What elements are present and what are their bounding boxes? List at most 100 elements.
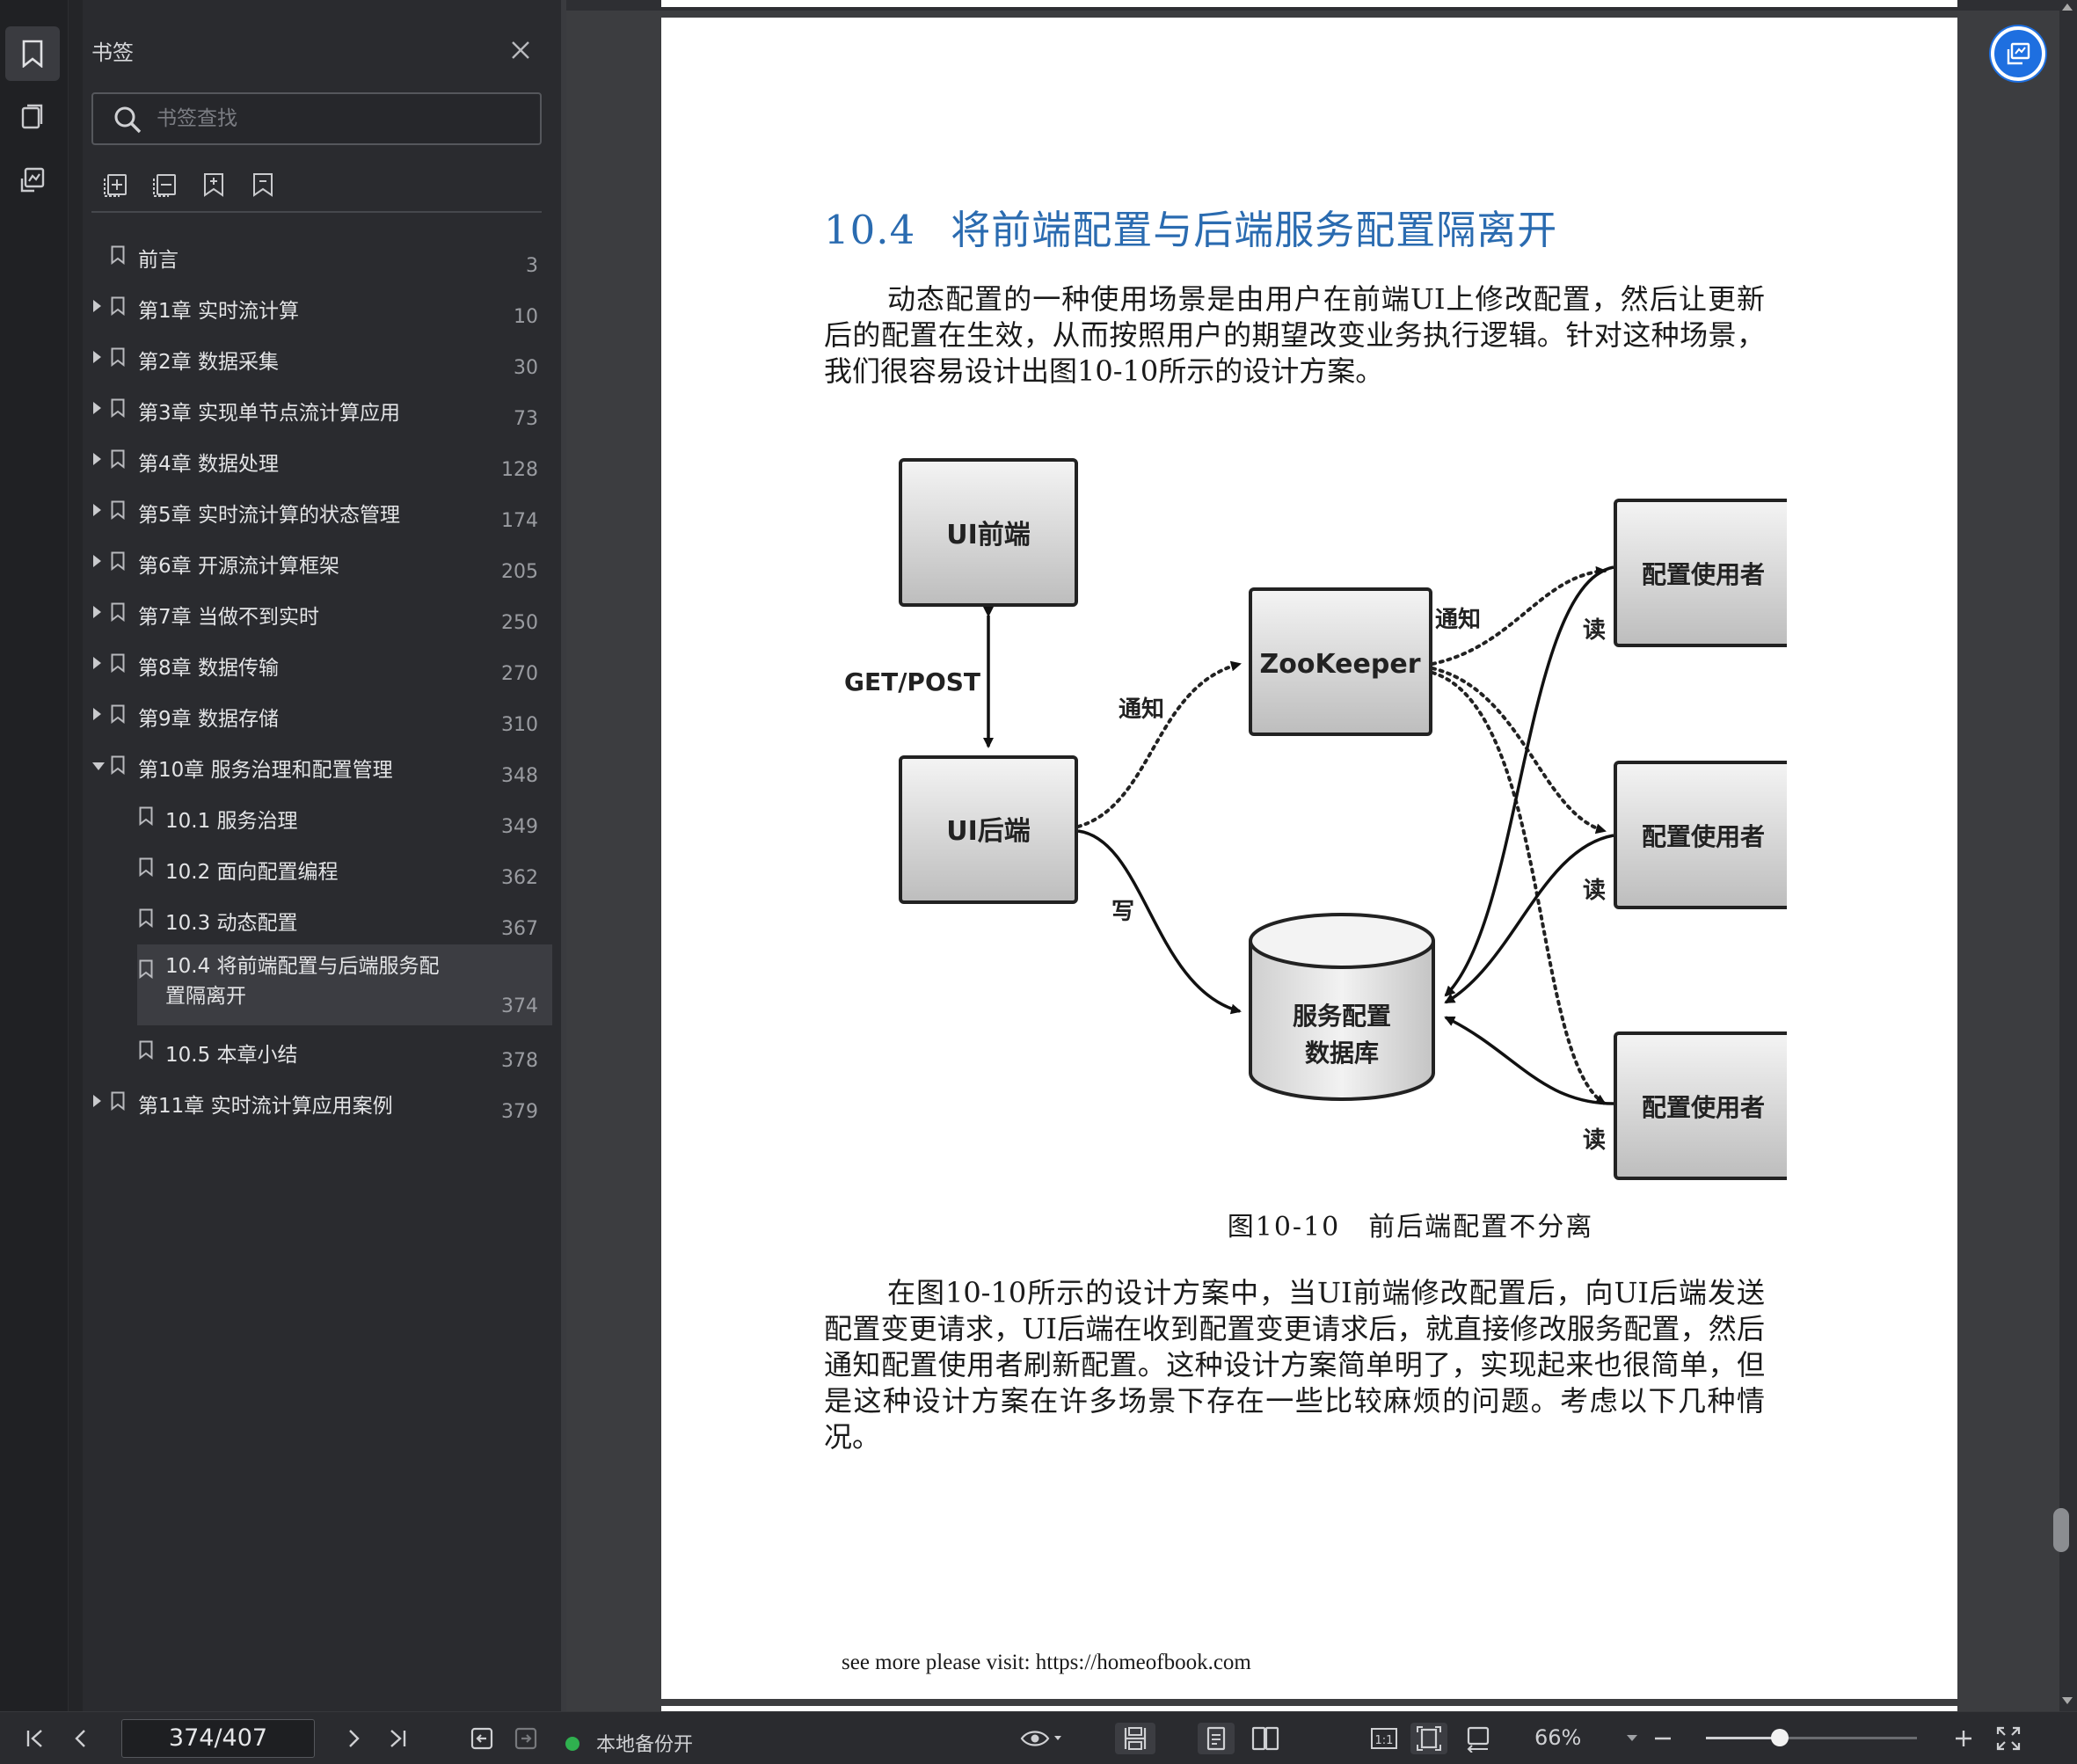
bookmark-icon: [139, 806, 153, 826]
bookmark-panel-tab[interactable]: [5, 26, 60, 81]
read-mode-button[interactable]: [1018, 1723, 1062, 1754]
bookmark-item[interactable]: 10.2 面向配置编程 362: [83, 842, 552, 893]
remove-bookmark-button[interactable]: [248, 169, 278, 200]
bookmark-item-selected[interactable]: 10.4 将前端配置与后端服务配置隔离开 374: [83, 944, 552, 1025]
expand-caret-icon[interactable]: [93, 708, 101, 720]
scroll-down-arrow-icon[interactable]: [2062, 1697, 2073, 1704]
expand-caret-icon[interactable]: [93, 300, 101, 312]
bookmark-item[interactable]: 第1章 实时流计算 10: [83, 281, 552, 332]
pages-icon: [21, 104, 43, 129]
write-label: 写: [1111, 899, 1134, 925]
bookmark-item[interactable]: 第6章 开源流计算框架 205: [83, 536, 552, 587]
close-panel-button[interactable]: [506, 35, 536, 65]
bookmark-icon: [111, 755, 125, 775]
zoom-slider-fill: [1706, 1737, 1780, 1739]
single-page-scroll-button[interactable]: [1115, 1723, 1155, 1754]
bookmark-item[interactable]: 第9章 数据存储 310: [83, 689, 552, 740]
bookmark-item[interactable]: 第4章 数据处理 128: [83, 434, 552, 485]
expand-caret-icon[interactable]: [93, 657, 101, 669]
expand-caret-icon[interactable]: [93, 1095, 101, 1107]
chevron-left-icon: [75, 1730, 85, 1747]
history-back-icon: [470, 1727, 493, 1750]
collapse-caret-icon[interactable]: [92, 762, 105, 770]
expand-caret-icon[interactable]: [93, 351, 101, 363]
bookmark-search-box[interactable]: [91, 92, 542, 145]
bookmark-item[interactable]: 第11章 实时流计算应用案例 379: [83, 1076, 552, 1127]
read-arrow-2: [1444, 834, 1614, 1004]
bookmark-item[interactable]: 第5章 实时流计算的状态管理 174: [83, 485, 552, 536]
panel-splitter[interactable]: [561, 0, 566, 1711]
page-number-input[interactable]: 374/407: [121, 1719, 315, 1758]
bookmark-item[interactable]: 10.3 动态配置 367: [83, 893, 552, 944]
bookmark-item[interactable]: 第8章 数据传输 270: [83, 638, 552, 689]
zoom-level[interactable]: 66%: [1534, 1725, 1582, 1750]
expand-caret-icon[interactable]: [93, 504, 101, 516]
chevron-down-icon: [1627, 1735, 1637, 1741]
fit-page-button[interactable]: [1410, 1723, 1447, 1754]
annotation-panel-tab[interactable]: [5, 153, 60, 208]
zoom-in-button[interactable]: [1950, 1723, 1977, 1754]
zoom-out-button[interactable]: [1650, 1723, 1676, 1754]
previous-page-button[interactable]: [65, 1723, 97, 1754]
collapse-all-button[interactable]: [149, 169, 179, 200]
bookmark-label: 第9章 数据存储: [138, 708, 279, 731]
fit-width-button[interactable]: [1460, 1723, 1497, 1754]
fit-page-icon: [1417, 1726, 1441, 1751]
actual-size-button[interactable]: 1:1: [1366, 1723, 1402, 1754]
notify-label-zookeeper: 通知: [1435, 607, 1481, 633]
config-database-cylinder: [1249, 913, 1435, 1101]
bookmark-page-number: 128: [501, 459, 538, 481]
scrollbar-thumb[interactable]: [2053, 1508, 2069, 1552]
expand-caret-icon[interactable]: [93, 453, 101, 465]
next-page-button[interactable]: [338, 1723, 369, 1754]
floating-tool-button[interactable]: [1991, 26, 2045, 81]
fullscreen-button[interactable]: [1993, 1723, 2024, 1754]
expand-caret-icon[interactable]: [93, 555, 101, 567]
forward-button[interactable]: [510, 1723, 542, 1754]
bookmark-page-number: 174: [501, 510, 538, 532]
read-label-3: 读: [1583, 1127, 1606, 1154]
scroll-up-arrow-icon[interactable]: [2062, 4, 2073, 11]
bookmark-icon: [111, 245, 125, 265]
previous-page-edge: [661, 0, 1957, 7]
expand-all-button[interactable]: [100, 169, 130, 200]
screen-capture-icon: [2007, 42, 2030, 65]
bookmark-item[interactable]: 第10章 服务治理和配置管理 348: [83, 740, 552, 791]
expand-caret-icon[interactable]: [93, 606, 101, 618]
bookmark-item[interactable]: 10.1 服务治理 349: [83, 791, 552, 842]
bookmark-icon: [111, 296, 125, 316]
bookmark-page-number: 205: [501, 561, 538, 583]
notify-arrow-consumer-2: [1431, 667, 1607, 835]
bookmark-item[interactable]: 第3章 实现单节点流计算应用 73: [83, 383, 552, 434]
bookmark-label: 第11章 实时流计算应用案例: [138, 1095, 393, 1118]
bookmark-item[interactable]: 前言 3: [83, 230, 552, 281]
single-page-button[interactable]: [1198, 1723, 1235, 1754]
bookmark-item[interactable]: 第7章 当做不到实时 250: [83, 587, 552, 638]
last-page-button[interactable]: [382, 1723, 413, 1754]
bookmark-page-number: 362: [501, 867, 538, 889]
first-page-button[interactable]: [19, 1723, 51, 1754]
bookmark-page-number: 250: [501, 612, 538, 634]
bookmark-item[interactable]: 第2章 数据采集 30: [83, 332, 552, 383]
two-page-button[interactable]: [1247, 1723, 1284, 1754]
panel-gutter: [69, 0, 83, 1711]
search-icon: [114, 106, 142, 134]
bookmark-item[interactable]: 10.5 本章小结 378: [83, 1025, 552, 1076]
add-bookmark-button[interactable]: [199, 169, 229, 200]
expand-caret-icon[interactable]: [93, 402, 101, 414]
bookmark-label: 第6章 开源流计算框架: [138, 555, 339, 578]
thumbnail-panel-tab[interactable]: [5, 90, 60, 144]
back-button[interactable]: [466, 1723, 498, 1754]
backup-status-text[interactable]: 本地备份开: [596, 1734, 694, 1756]
bookmark-label: 10.5 本章小结: [165, 1044, 298, 1067]
read-label-1: 读: [1583, 617, 1606, 644]
zoom-slider[interactable]: [1706, 1737, 1917, 1739]
vertical-scrollbar[interactable]: [2059, 0, 2077, 1711]
bookmark-search-input[interactable]: [157, 105, 526, 133]
zoom-dropdown-button[interactable]: [1623, 1723, 1641, 1754]
zoom-slider-handle[interactable]: [1771, 1729, 1789, 1746]
page-footer-link[interactable]: see more please visit: https://homeofboo…: [842, 1651, 1251, 1674]
close-icon: [512, 41, 529, 59]
